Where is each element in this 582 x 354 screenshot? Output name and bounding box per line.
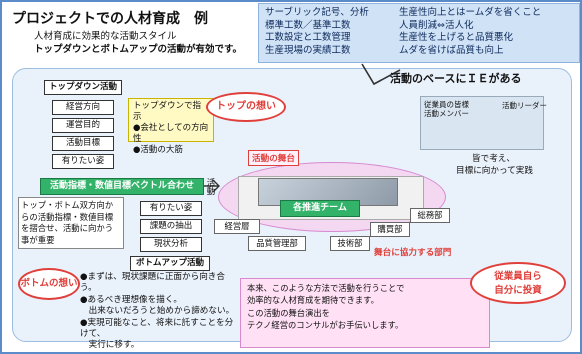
ie-base-label: 活動のベースにＩＥがある <box>390 72 522 85</box>
bottomup-item-3: 現状分析 <box>140 237 202 252</box>
page-title: プロジェクトでの人材育成 例 <box>12 11 208 27</box>
bottomup-bullet-1: ●まずは、現状課題に正面から向き合う。 <box>80 272 225 294</box>
top-thought-seal: トップの想い <box>206 92 286 122</box>
bottomup-item-2: 課題の抽出 <box>140 219 202 234</box>
ie-topics-box: サーブリック記号、分析 標準工数／基準工数 工数設定と工数管理 生産現場の実績工… <box>258 3 580 63</box>
topdown-item-2: 運営目的 <box>52 118 114 133</box>
ie-topic-right-3: 生産性を上げると品質悪化 <box>399 32 514 44</box>
topdown-item-3: 活動目標 <box>52 136 114 151</box>
people-caption-3: 活動リーダー <box>502 101 547 110</box>
bottomup-footer: ボトムアップ活動 <box>130 256 210 271</box>
ie-arrow-icon <box>361 63 401 86</box>
people-caption-1: 従業員の皆様 <box>424 100 469 109</box>
people-captions: 従業員の皆様 活動メンバー <box>424 100 469 118</box>
consulting-note: 本来、このような方法で活動を行うことで 効率的な人材育成を期待できます。 この活… <box>240 278 490 348</box>
katsudo-arrow-icon <box>204 179 220 193</box>
indicator-bar: 活動指標・数値目標ベクトル合わせ <box>40 178 204 195</box>
bottomup-bullet-3: 出来ないだろうと始めから諦めない。 <box>80 306 235 317</box>
ie-topic-right-2: 人員削減⇔活人化 <box>399 19 474 31</box>
consulting-note-line-2: 効率的な人材育成を期待できます。 <box>247 295 379 306</box>
topdown-note: トップダウンで指示 ●会社としての方向性 ●活動の大筋 <box>128 98 214 155</box>
bottomup-bullets: ●まずは、現状課題に正面から向き合う。 ●あるべき理想像を描く。 出来ないだろう… <box>80 272 240 352</box>
support-label: 舞台に協力する部門 <box>374 248 452 258</box>
ie-topic-left-3: 工数設定と工数管理 <box>265 32 351 44</box>
left-note: トップ・ボトム双方向からの活動指標・数値目標を摺合せ、活動に向かう事が重要 <box>18 197 124 249</box>
dept-management: 経営層 <box>214 219 260 234</box>
bottomup-item-1: 有りたい姿 <box>140 201 202 216</box>
people-slogan-2: 目標に向かって実践 <box>456 165 533 176</box>
ie-topic-right-1: 生産性向上とはームダを省くこと <box>399 7 542 18</box>
topdown-note-item-2: ●活動の大筋 <box>133 145 183 155</box>
invest-seal-line-2: 自分に投資 <box>494 285 542 296</box>
page-subtitle: 人材育成に効果的な活動スタイル <box>34 31 177 42</box>
bottom-thought-seal: ボトムの想い <box>18 268 80 300</box>
katsudo-label: 活動 <box>205 178 215 195</box>
page-subtitle-bold: トップダウンとボトムアップの活動が有効です。 <box>34 44 243 55</box>
bottomup-bullet-5: 実行に移す。 <box>80 340 140 351</box>
people-slogan: 皆で考え、 目標に向かって実践 <box>456 154 533 177</box>
dept-quality: 品質管理部 <box>248 236 306 251</box>
invest-seal-line-1: 従業員自ら <box>494 271 542 282</box>
topdown-item-1: 経営方向 <box>52 100 114 115</box>
ie-topic-left-1: サーブリック記号、分析 <box>265 7 369 18</box>
topdown-item-4: 有りたい姿 <box>52 154 114 169</box>
dept-general: 総務部 <box>410 208 450 223</box>
bottomup-bullet-2: ●あるべき理想像を描く。 <box>80 294 183 305</box>
ie-topic-left-2: 標準工数／基準工数 <box>265 19 351 31</box>
stage-label: 活動の舞台 <box>248 150 299 166</box>
dept-purchasing: 購買部 <box>370 222 410 237</box>
team-label: 各推進チーム <box>280 200 360 217</box>
consulting-note-line-3: この活動の舞台演出を <box>247 307 330 318</box>
dept-tech: 技術部 <box>330 236 370 251</box>
consulting-note-line-4: テクノ経営のコンサルがお手伝いします。 <box>247 320 404 331</box>
ie-topic-right-4: ムダを省けば品質も向上 <box>399 44 504 56</box>
topdown-note-title: トップダウンで指示 <box>133 101 202 122</box>
people-slogan-1: 皆で考え、 <box>472 154 515 164</box>
topdown-note-item-1: ●会社としての方向性 <box>133 123 209 144</box>
topdown-header: トップダウン活動 <box>44 80 122 95</box>
invest-seal: 従業員自ら 自分に投資 <box>470 262 566 304</box>
bottomup-bullet-4: ●実現可能なこと、将来に託すことを分けて、 <box>80 317 234 340</box>
ie-topic-left-4: 生産現場の実績工数 <box>265 44 351 56</box>
consulting-note-line-1: 本来、このような方法で活動を行うことで <box>247 283 405 293</box>
people-image <box>420 96 544 150</box>
people-caption-2: 活動メンバー <box>424 109 469 118</box>
